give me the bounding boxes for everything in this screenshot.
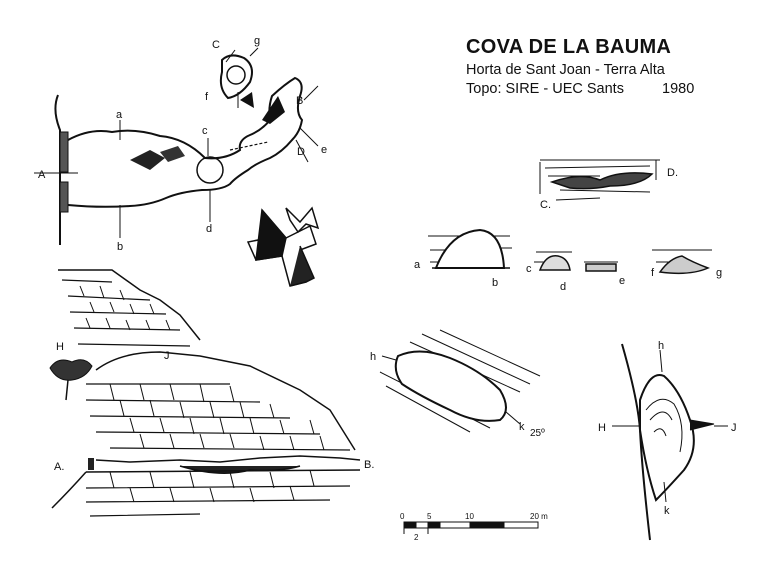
profile-upper-rock (95, 351, 356, 451)
plan-label-c: c (202, 125, 208, 137)
profile-floor-joints (109, 469, 315, 503)
plan-view (54, 54, 304, 245)
plan-entrance-rock-lower (59, 181, 69, 213)
section-CD (539, 159, 660, 201)
profile-label-A: A. (54, 461, 64, 473)
cross-section-hk (612, 343, 728, 541)
cross-contours (645, 398, 683, 453)
plan-label-D: D (297, 146, 305, 158)
inclined-line-h (381, 355, 397, 361)
profile-floor-bedding (85, 485, 351, 517)
profile-label-B: B. (364, 459, 374, 471)
plan-passage-detail (229, 141, 269, 151)
scale-label-5: 5 (427, 512, 432, 521)
plan-entrance-wall (54, 94, 61, 245)
section-line-D (295, 139, 309, 163)
section-line-C (225, 49, 236, 63)
section-label-e: e (619, 275, 625, 287)
plan-label-B: B (296, 95, 303, 107)
plan-label-a: a (116, 109, 123, 121)
inclined-label-k: k (519, 421, 525, 433)
plan-pillar-circle (196, 156, 224, 184)
plan-section-lines (34, 47, 319, 238)
plan-block-2 (160, 146, 185, 162)
profile-gallery-fill (179, 465, 301, 474)
inclined-line-k (505, 411, 521, 425)
scale-label-2: 2 (414, 533, 419, 542)
plan-labels: A a b c d C g f B e D (38, 35, 327, 253)
profile-entrance-marker (88, 458, 94, 470)
plan-block-4 (240, 92, 254, 108)
scale-label-20: 20 m (530, 512, 548, 521)
section-line-e (299, 127, 319, 147)
section-CD-label-C: C. (540, 199, 551, 211)
profile-rock-bedding (85, 383, 351, 451)
plan-label-f: f (205, 91, 209, 103)
section-fg-profile (658, 255, 710, 275)
profile-rock-joints (109, 383, 325, 451)
cross-label-h: h (658, 340, 664, 352)
section-line-B (303, 85, 319, 101)
section-label-f: f (651, 267, 655, 279)
survey-year: 1980 (662, 81, 695, 97)
section-label-g: g (716, 267, 722, 279)
plan-block-3 (262, 96, 285, 124)
cross-label-H: H (598, 422, 606, 434)
profile-label-J: J (164, 350, 170, 362)
plan-label-d: d (206, 223, 212, 235)
section-label-d: d (560, 281, 566, 293)
plan-label-e: e (321, 144, 327, 156)
cross-label-J: J (731, 422, 737, 434)
profile-cliff-bedding (61, 279, 191, 347)
section-line-g (249, 47, 259, 57)
plan-label-b: b (117, 241, 123, 253)
profile-cliff-joints (79, 285, 171, 331)
inclined-passage-profile (394, 350, 507, 422)
plan-entrance-rock-upper (59, 131, 69, 173)
north-arrow-icon (246, 206, 320, 287)
section-ab-label-a: a (414, 259, 421, 271)
inclined-angle: 25º (530, 428, 545, 439)
profile-slope (51, 471, 87, 509)
plan-label-C: C (212, 39, 220, 51)
plan-upper-chamber (219, 54, 253, 100)
scale-label-0: 0 (400, 512, 405, 521)
plan-label-A: A (38, 169, 46, 181)
longitudinal-profile (51, 269, 361, 517)
section-CD-label-D: D. (667, 167, 678, 179)
survey-title: COVA DE LA BAUMA (466, 36, 672, 58)
section-e-profile (585, 263, 617, 272)
inclined-section (379, 329, 541, 433)
cross-line-k (663, 481, 667, 503)
section-fg (652, 249, 712, 275)
section-CD-passage (549, 172, 654, 190)
profile-cliff-top (58, 269, 201, 341)
section-ab-label-b: b (492, 277, 498, 289)
tree-icon (49, 359, 93, 401)
profile-gallery-ceiling (95, 455, 361, 463)
cross-j-lip (689, 419, 715, 431)
profile-label-H: H (56, 341, 64, 353)
section-e (584, 261, 618, 272)
plan-label-g: g (254, 35, 260, 47)
section-label-c: c (526, 263, 532, 275)
plan-shaft-circle (226, 65, 246, 85)
survey-credits: Topo: SIRE - UEC Sants (466, 81, 624, 97)
section-ab (428, 228, 512, 269)
scale-bar (403, 521, 539, 534)
inclined-label-h: h (370, 351, 376, 363)
scale-label-10: 10 (465, 512, 474, 521)
profile-gallery-floor (85, 469, 361, 473)
section-cd-profile (538, 255, 571, 271)
plan-block-1 (130, 150, 165, 170)
cross-passage-profile (639, 374, 695, 502)
section-ab-profile (434, 228, 506, 269)
cross-line-h (659, 349, 663, 373)
survey-location: Horta de Sant Joan - Terra Alta (466, 62, 665, 78)
section-cd-small (534, 251, 572, 271)
section-CD-bedding (540, 159, 660, 201)
cross-label-k: k (664, 505, 670, 517)
